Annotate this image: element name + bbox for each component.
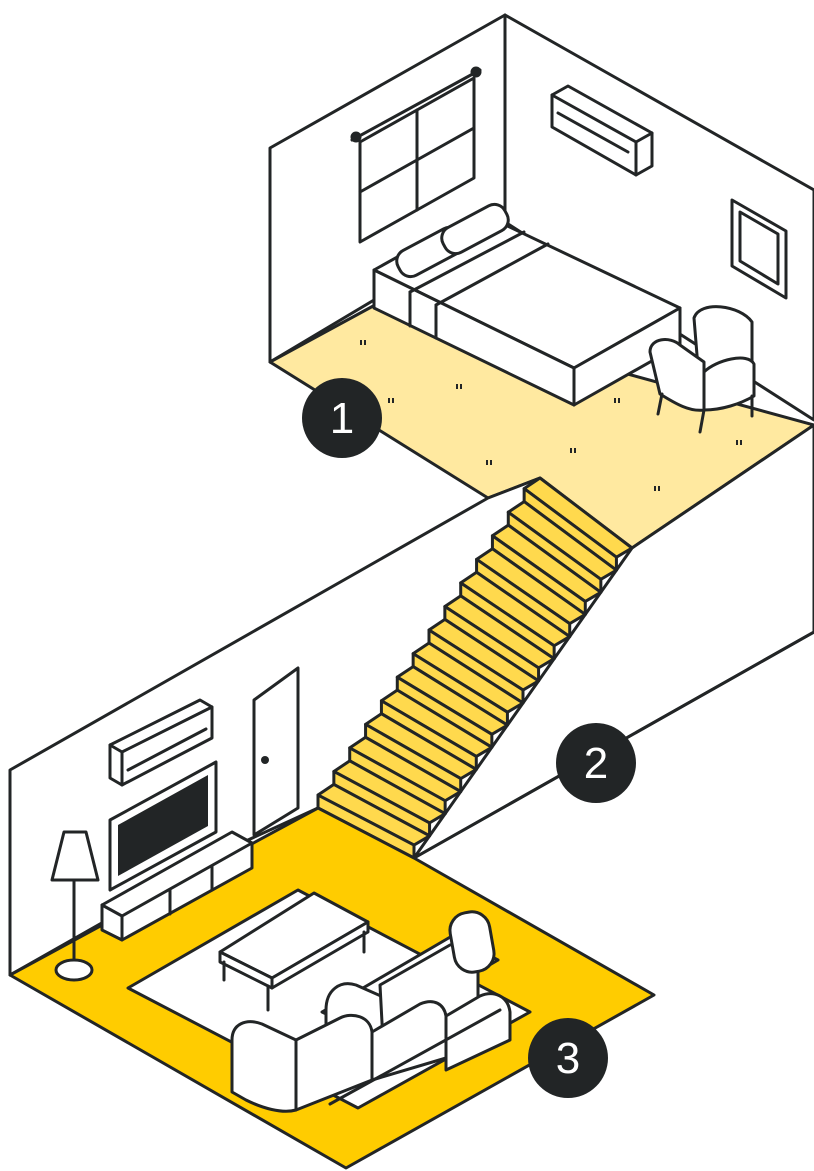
- badge-3-label: 3: [556, 1034, 580, 1083]
- badge-3: 3: [528, 1018, 608, 1098]
- badge-1-label: 1: [330, 394, 354, 443]
- upper-room: [270, 15, 814, 548]
- badge-2: 2: [556, 723, 636, 803]
- badge-1: 1: [302, 378, 382, 458]
- badge-2-label: 2: [584, 739, 608, 788]
